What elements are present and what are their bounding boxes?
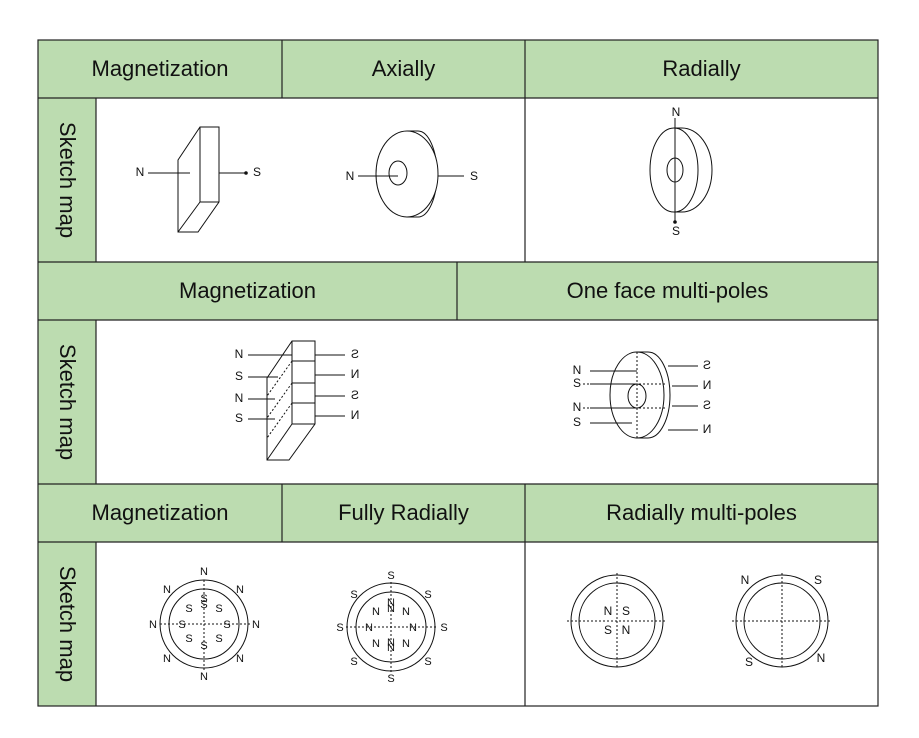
axial-ring-sketch	[358, 130, 464, 218]
pole-label-s: S	[745, 655, 753, 669]
header-label: Radially multi-poles	[606, 500, 797, 525]
pole-label-n: N	[573, 400, 582, 414]
pole-label-n: N	[402, 638, 410, 650]
header-label: Radially	[662, 56, 741, 81]
pole-label-n: N	[387, 597, 395, 609]
pole-label-s: S	[424, 589, 431, 601]
pole-label-n: N	[163, 653, 171, 665]
fully-radial-ring-2-sketch	[346, 582, 436, 672]
pole-label-s: S	[185, 633, 192, 645]
radial-multipole-ring-1-sketch	[567, 573, 667, 669]
header-label: Magnetization	[179, 278, 316, 303]
pole-label-n: N	[200, 671, 208, 683]
header-magnetization-3: Magnetization	[38, 484, 282, 542]
pole-label-n: N	[817, 651, 826, 665]
pole-label-s: S	[672, 224, 680, 238]
header-radially-multi-poles: Radially multi-poles	[525, 484, 878, 542]
pole-label-n: N	[235, 391, 244, 405]
header-magnetization-2: Magnetization	[38, 262, 457, 320]
multipole-block-sketch	[248, 340, 345, 461]
pole-label-s-mirrored: S	[703, 398, 711, 412]
pole-label-n: N	[236, 653, 244, 665]
pole-label-s: S	[622, 604, 630, 618]
pole-label-n: N	[387, 603, 395, 615]
pole-label-s: S	[387, 570, 394, 582]
side-label-3: Sketch map	[38, 542, 96, 706]
pole-label-s-mirrored: S	[351, 388, 359, 402]
pole-label-s: S	[200, 640, 207, 652]
pole-label-n: N	[235, 347, 244, 361]
pole-label-s: S	[336, 622, 343, 634]
pole-label-n-mirrored: N	[703, 422, 712, 436]
header-axially: Axially	[282, 40, 525, 98]
header-label: Fully Radially	[338, 500, 469, 525]
pole-label-n: N	[372, 606, 380, 618]
header-label: One face multi-poles	[566, 278, 769, 303]
header-radially: Radially	[525, 40, 878, 98]
pole-label-n: N	[387, 642, 395, 654]
header-label: Axially	[371, 56, 436, 81]
header-magnetization-1: Magnetization	[38, 40, 282, 98]
fully-radial-ring-1-sketch	[159, 579, 250, 670]
pole-label-s: S	[253, 165, 261, 179]
side-label-2: Sketch map	[38, 320, 96, 484]
pole-label-n: N	[372, 638, 380, 650]
pole-label-n-mirrored: N	[703, 378, 712, 392]
pole-label-s: S	[470, 169, 478, 183]
pole-label-n: N	[346, 169, 355, 183]
header-fully-radially: Fully Radially	[282, 484, 525, 542]
pole-label-n: N	[149, 619, 157, 631]
pole-label-s: S	[200, 593, 207, 605]
header-label: Magnetization	[91, 500, 229, 525]
pole-label-s: S	[200, 599, 207, 611]
pole-label-n: N	[252, 619, 260, 631]
pole-label-n: N	[200, 566, 208, 578]
pole-label-s-mirrored: S	[351, 347, 359, 361]
radial-ring-sketch	[649, 118, 713, 224]
radial-multipole-ring-2-sketch	[732, 573, 832, 669]
pole-label-s: S	[235, 411, 243, 425]
axial-block-sketch	[148, 126, 248, 233]
pole-label-s: S	[178, 619, 185, 631]
pole-label-n: N	[573, 363, 582, 377]
side-label-1: Sketch map	[38, 98, 96, 262]
pole-label-s: S	[215, 633, 222, 645]
pole-label-s: S	[814, 573, 822, 587]
pole-label-n-mirrored: N	[351, 367, 360, 381]
multipole-ring-sketch	[583, 351, 698, 439]
pole-label-n: N	[163, 584, 171, 596]
pole-label-s-mirrored: S	[703, 358, 711, 372]
pole-label-n-mirrored: N	[351, 408, 360, 422]
pole-label-s: S	[350, 656, 357, 668]
pole-label-n: N	[741, 573, 750, 587]
pole-label-s: S	[604, 623, 612, 637]
pole-label-s: S	[440, 622, 447, 634]
pole-label-n: N	[604, 604, 613, 618]
pole-label-n: N	[402, 606, 410, 618]
pole-label-s: S	[424, 656, 431, 668]
pole-label-n: N	[236, 584, 244, 596]
pole-label-s: S	[223, 619, 230, 631]
pole-label-s: S	[387, 673, 394, 685]
pole-label-s: S	[215, 603, 222, 615]
pole-label-n: N	[136, 165, 145, 179]
pole-label-s: S	[573, 376, 581, 390]
pole-label-s: S	[235, 369, 243, 383]
header-one-face-multi-poles: One face multi-poles	[457, 262, 878, 320]
pole-label-n: N	[409, 622, 417, 634]
pole-label-s: S	[350, 589, 357, 601]
header-label: Magnetization	[91, 56, 229, 81]
pole-label-n: N	[672, 105, 681, 119]
pole-label-s: S	[185, 603, 192, 615]
pole-label-n: N	[387, 637, 395, 649]
pole-label-n: N	[622, 623, 631, 637]
pole-label-n: N	[365, 622, 373, 634]
pole-label-s: S	[573, 415, 581, 429]
